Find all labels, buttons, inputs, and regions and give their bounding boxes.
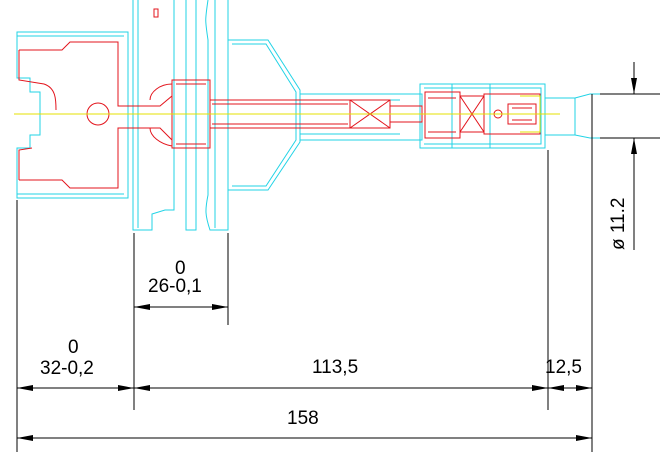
dim-32: 32-0,2	[40, 358, 94, 379]
dim-12: 12,5	[545, 357, 582, 378]
dimension-labels: 0 26-0,1 0 32-0,2 113,5 12,5 158 ø 11.2	[40, 198, 629, 429]
holder-outline	[16, 0, 640, 231]
dimension-lines	[16, 62, 660, 452]
dim-26-upper: 0	[175, 258, 186, 279]
centerline	[14, 95, 560, 133]
dim-158: 158	[287, 408, 319, 429]
dim-113: 113,5	[312, 357, 358, 378]
dim-32-upper: 0	[68, 337, 79, 358]
top-mark	[153, 8, 159, 18]
dim-diameter: ø 11.2	[608, 198, 629, 250]
dim-26: 26-0,1	[148, 276, 202, 297]
